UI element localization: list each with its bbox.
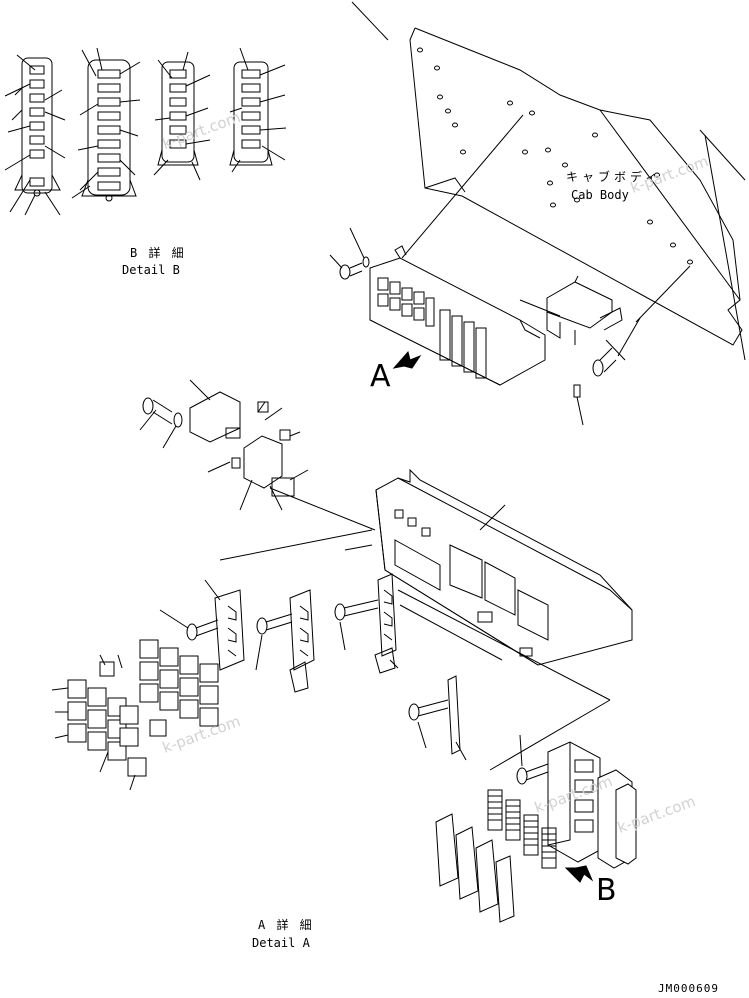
upper-right-bracket [519,275,641,426]
main-fuse-tray [219,468,633,771]
detail-b-title-en: Detail B [122,263,180,277]
lower-connector-assembly [435,734,637,923]
upper-bolt [329,227,370,280]
detail-b-connectors [4,47,287,216]
fuse-holder-strips [159,573,467,761]
view-b-arrow [564,865,594,883]
small-bracket-and-fuses [139,379,376,531]
upper-fuse-panel [329,227,546,386]
cab-body-label-jp: キャブボディ [566,170,662,184]
upper-relay-blocks [377,277,487,379]
cab-body-label-en: Cab Body [571,188,629,202]
detail-a-title-jp: A 詳 細 [258,918,314,932]
view-a-letter: A [370,359,391,394]
view-b-letter: B [596,873,617,908]
cab-body-panel [351,1,746,361]
view-a-arrow [392,350,422,369]
cab-body-holes [417,47,693,265]
detail-a-title-en: Detail A [252,936,310,950]
relay-cluster [51,639,219,791]
drawing-code: JM000609 [658,982,719,995]
detail-b-title-jp: B 詳 細 [130,246,186,260]
